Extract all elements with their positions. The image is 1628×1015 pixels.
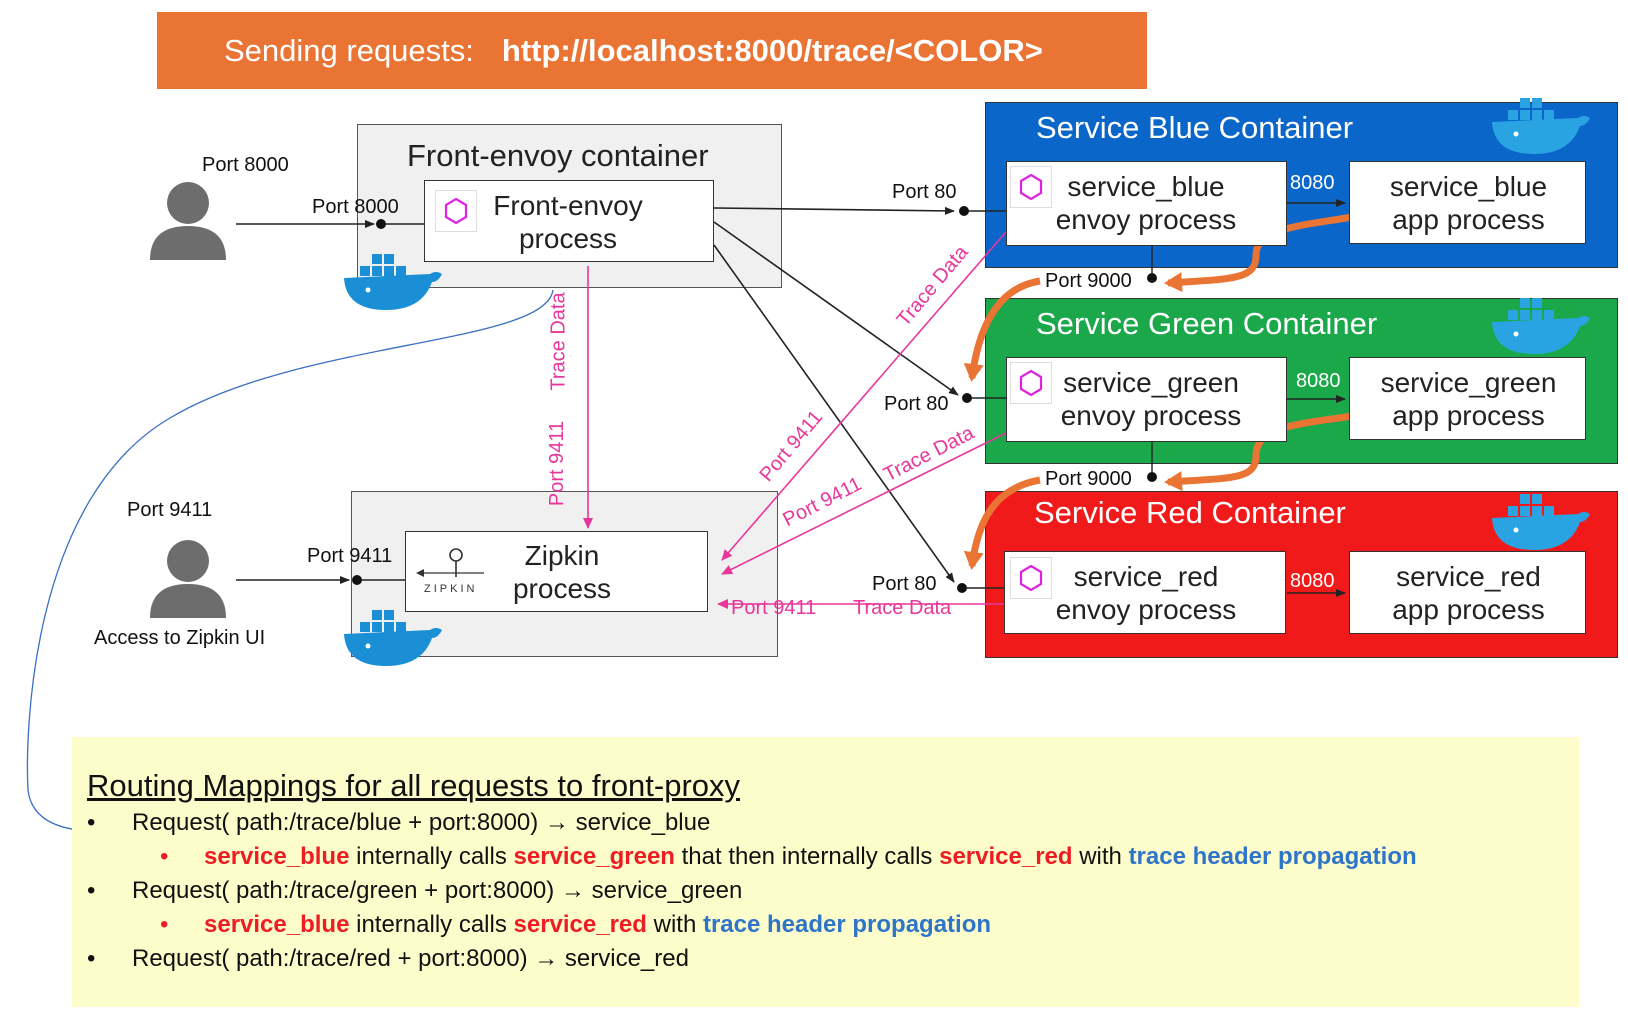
blue-envoy-process: service_blue envoy process — [1006, 161, 1287, 246]
user2-port-label: Port 9411 — [127, 499, 213, 521]
zipkin-ui-connector — [26, 289, 554, 831]
trace-label-front: Trace Data — [547, 292, 570, 391]
routing-sub1-f: with — [1072, 843, 1129, 870]
bullet: • — [87, 877, 96, 904]
green-container-title: Service Green Container — [1036, 306, 1378, 341]
bullet-red: • — [160, 843, 169, 870]
orange-flow-green-app-to-port — [1164, 412, 1353, 492]
envoy-icon — [1010, 362, 1052, 404]
zipkin-logo-text: ZIPKIN — [424, 583, 478, 595]
red-app-port: 8080 — [1290, 570, 1335, 592]
bullet-red: • — [160, 911, 169, 938]
routing-panel — [72, 737, 1579, 1007]
blue-app-process: service_blue app process — [1349, 161, 1586, 244]
bullet: • — [87, 945, 96, 972]
trace-label-red: Trace Data — [853, 597, 952, 619]
routing-sub2-d: with — [646, 911, 703, 938]
red-in-port: Port 80 — [872, 573, 937, 595]
orange-flow-blue-to-green — [963, 277, 1041, 382]
user2-entry-port-label: Port 9411 — [307, 545, 393, 567]
routing-green-detail: service_blue internally calls service_re… — [204, 911, 991, 939]
orange-flow-green-to-red — [963, 476, 1041, 570]
green-in-port: Port 80 — [884, 393, 949, 415]
routing-sub1-a: service_blue — [204, 843, 350, 870]
arrow-front-to-green — [713, 221, 959, 396]
green-app-port: 8080 — [1296, 370, 1341, 392]
green-envoy-process: service_green envoy process — [1006, 357, 1287, 442]
docker-whale-icon — [344, 254, 442, 310]
red-app-label: service_red app process — [1392, 561, 1545, 625]
routing-sub1-e: service_red — [939, 843, 1073, 870]
routing-sub2-a: service_blue — [204, 911, 350, 938]
red-container-title: Service Red Container — [1034, 495, 1346, 530]
green-app-process: service_green app process — [1349, 357, 1586, 440]
docker-whale-icon — [1492, 298, 1590, 354]
blue-out-port: Port 9000 — [1045, 270, 1132, 292]
trace-blue-to-zipkin — [721, 224, 1013, 561]
routing-sub1-d: that then internally calls — [674, 843, 940, 870]
orange-flow-blue-app-to-port — [1164, 213, 1353, 293]
arrow-front-to-red — [713, 244, 955, 583]
trace-green-to-zipkin — [721, 429, 1013, 575]
arrow-front-to-blue — [713, 206, 955, 215]
user-icon-zipkin — [150, 540, 226, 618]
routing-green: Request( path:/trace/green + port:8000) … — [132, 877, 743, 904]
docker-whale-icon — [1492, 98, 1590, 154]
red-envoy-label: service_red envoy process — [1055, 561, 1237, 625]
front-envoy-title: Front-envoy container — [407, 138, 709, 173]
green-out-port: Port 9000 — [1045, 468, 1132, 490]
routing-sub2-c: service_red — [513, 911, 647, 938]
banner-url: http://localhost:8000/trace/<COLOR> — [501, 32, 1043, 68]
docker-whale-icon — [344, 610, 442, 666]
routing-sub2-e: trace header propagation — [702, 911, 992, 938]
routing-red: Request( path:/trace/red + port:8000) → … — [132, 945, 689, 972]
user1-entry-port-label: Port 8000 — [312, 196, 399, 218]
routing-title: Routing Mappings for all requests to fro… — [87, 768, 741, 803]
zipkin-ui-caption: Access to Zipkin UI — [94, 627, 266, 649]
envoy-icon — [435, 190, 477, 232]
port-label-front: Port 9411 — [546, 420, 569, 507]
envoy-icon — [1010, 166, 1052, 208]
routing-sub1-c: service_green — [513, 843, 675, 870]
zipkin-logo-icon — [416, 548, 484, 577]
blue-in-port: Port 80 — [892, 181, 957, 203]
blue-envoy-label: service_blue envoy process — [1055, 171, 1237, 235]
envoy-icon — [1010, 557, 1052, 599]
routing-blue: Request( path:/trace/blue + port:8000) →… — [132, 809, 711, 836]
blue-container-title: Service Blue Container — [1036, 110, 1354, 145]
red-app-process: service_red app process — [1349, 551, 1586, 634]
port-label-red: Port 9411 — [731, 597, 817, 619]
user-icon-front — [150, 182, 226, 260]
front-envoy-process-label: Front-envoy process — [493, 190, 643, 254]
banner-label: Sending requests: — [224, 32, 474, 68]
green-envoy-label: service_green envoy process — [1060, 367, 1242, 431]
user1-port-label: Port 8000 — [202, 154, 289, 176]
routing-sub1-g: trace header propagation — [1128, 843, 1417, 870]
routing-sub2-b: internally calls — [349, 911, 514, 938]
blue-app-port: 8080 — [1290, 172, 1335, 194]
docker-whale-icon — [1492, 494, 1590, 550]
bullet: • — [87, 809, 96, 836]
routing-blue-detail: service_blue internally calls service_gr… — [204, 843, 1417, 871]
zipkin-process-label: Zipkin process — [512, 540, 612, 604]
blue-app-label: service_blue app process — [1389, 171, 1548, 235]
request-banner: Sending requests: http://localhost:8000/… — [157, 12, 1147, 89]
green-app-label: service_green app process — [1380, 367, 1557, 431]
routing-sub1-b: internally calls — [349, 843, 514, 870]
